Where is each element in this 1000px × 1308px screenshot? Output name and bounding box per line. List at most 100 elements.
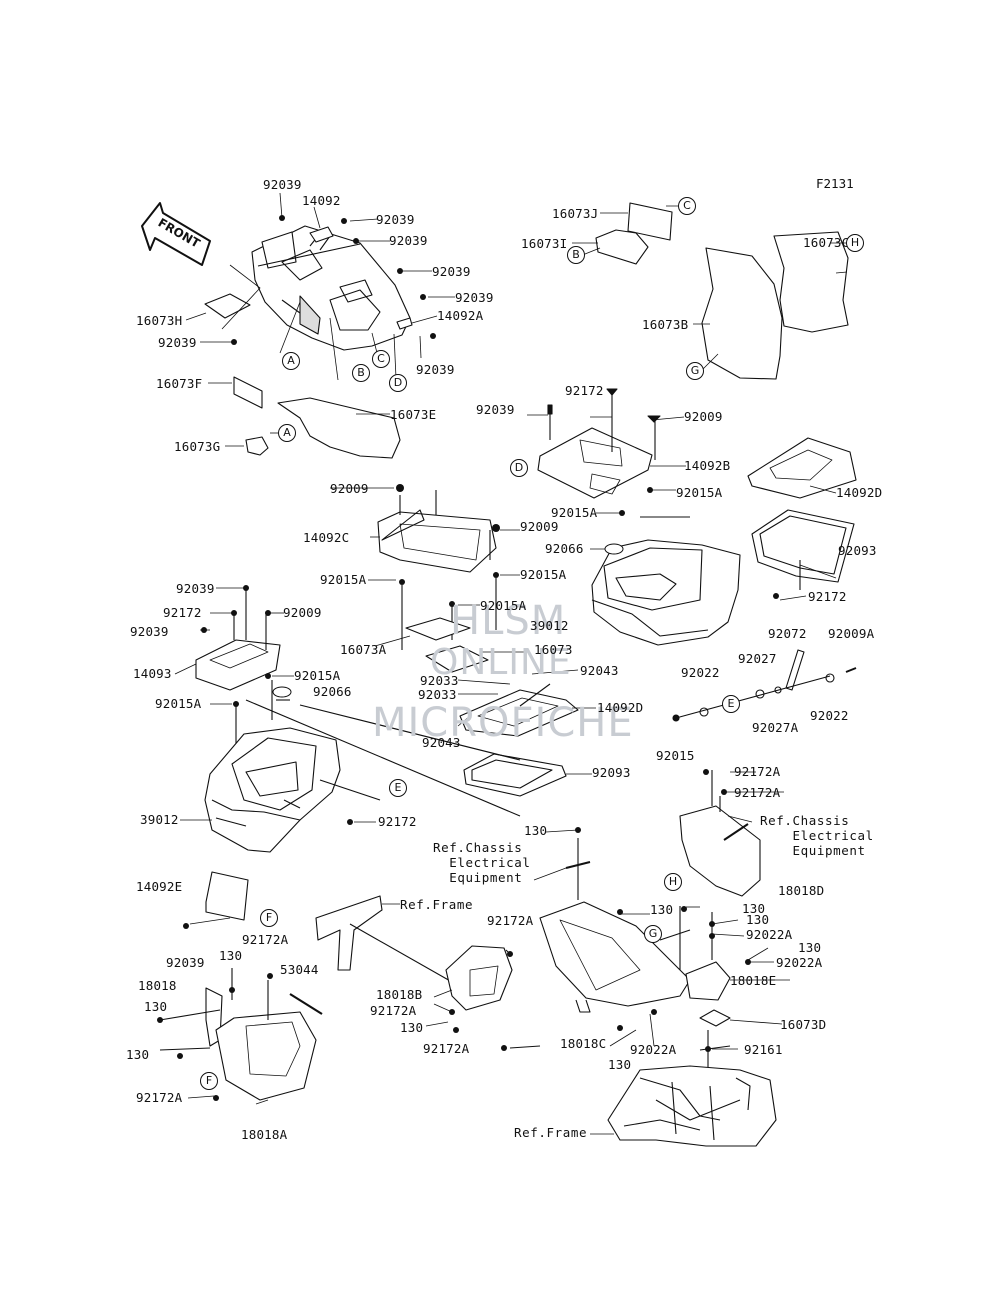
fastener-chain — [672, 649, 857, 722]
grommet-92066-icon — [604, 543, 624, 555]
part-label: 92015A — [320, 572, 367, 587]
part-label: 18018E — [730, 973, 777, 988]
part-label: 92172A — [370, 1003, 417, 1018]
part-label: 16073C — [803, 235, 850, 250]
part-label: 130 — [746, 912, 770, 927]
part-label: 92039 — [166, 955, 205, 970]
marker-circle: B — [567, 246, 585, 264]
marker-circle: B — [352, 364, 370, 382]
part-label: 92022 — [810, 708, 849, 723]
storage-box-upper — [591, 539, 741, 646]
tray-14092D — [459, 689, 579, 737]
storage-box-lower — [204, 727, 341, 853]
part-label: 92039 — [263, 177, 302, 192]
part-label: 92172A — [423, 1041, 470, 1056]
duct-18018B — [445, 945, 513, 1011]
part-label: 92043 — [580, 663, 619, 678]
part-label: 16073F — [156, 376, 203, 391]
part-label: 92172 — [378, 814, 417, 829]
part-label: 14092D — [836, 485, 883, 500]
part-14092A — [396, 317, 413, 330]
part-label: 92093 — [592, 765, 631, 780]
part-label: 92022A — [746, 927, 793, 942]
part-label: 130 — [144, 999, 168, 1014]
reference-chassis-electrical-right: Ref.Chassis Electrical Equipment — [760, 813, 874, 858]
part-label: 92072 — [768, 626, 807, 641]
marker-circle: E — [389, 779, 407, 797]
part-label: 92039 — [176, 581, 215, 596]
marker-circle: H — [846, 234, 864, 252]
front-cover-14092 — [251, 225, 411, 351]
part-label: 92022 — [681, 665, 720, 680]
part-label: 92027A — [752, 720, 799, 735]
part-label: 92093 — [838, 543, 877, 558]
grommet-92066-lower-icon — [272, 686, 292, 698]
reference-chassis-electrical-left: Ref.Chassis Electrical Equipment — [433, 840, 531, 885]
gasket-92093 — [751, 509, 855, 583]
part-label: 92039 — [455, 290, 494, 305]
marker-circle: C — [372, 350, 390, 368]
frame-structure — [607, 1065, 777, 1147]
part-label: 16073G — [174, 439, 221, 454]
part-label: 92172A — [242, 932, 289, 947]
reference-frame-upper: Ref.Frame — [400, 897, 474, 912]
part-label: 92022A — [630, 1042, 677, 1057]
part-label: 92027 — [738, 651, 777, 666]
marker-circle: F — [260, 909, 278, 927]
part-label: 130 — [400, 1020, 424, 1035]
panel-16073I — [595, 229, 649, 265]
part-label: 92039 — [416, 362, 455, 377]
part-label: 92043 — [422, 735, 461, 750]
part-label: 92009A — [828, 626, 875, 641]
part-label: 92015A — [155, 696, 202, 711]
part-label: 16073I — [521, 236, 568, 251]
part-label: 14092E — [136, 879, 183, 894]
part-label: 14092B — [684, 458, 731, 473]
panel-16073G — [245, 436, 269, 456]
part-label: 39012 — [140, 812, 179, 827]
part-label: 16073 — [534, 642, 573, 657]
part-label: 18018D — [778, 883, 825, 898]
marker-circle: G — [686, 362, 704, 380]
marker-circle: C — [678, 197, 696, 215]
part-label: 92015A — [520, 567, 567, 582]
part-label: 130 — [608, 1057, 632, 1072]
part-label: 39012 — [530, 618, 569, 633]
part-label: 92066 — [545, 541, 584, 556]
bracket-frame-left — [315, 895, 383, 971]
panel-16073B — [701, 247, 783, 380]
panel-16073A — [405, 617, 471, 641]
marker-circle: D — [510, 459, 528, 477]
part-label: 16073H — [136, 313, 183, 328]
part-label: 92009 — [283, 605, 322, 620]
bolt-icon — [606, 388, 618, 396]
part-label: 92015 — [656, 748, 695, 763]
strip-53044 — [289, 993, 323, 1015]
plate-14092E — [205, 871, 249, 921]
duct-18018C — [539, 901, 691, 1007]
part-label: 92066 — [313, 684, 352, 699]
part-label: 130 — [126, 1047, 150, 1062]
part-label: 14092A — [437, 308, 484, 323]
watermark-line-2: ONLINE — [430, 642, 572, 683]
part-label: 130 — [219, 948, 243, 963]
part-label: 92172 — [808, 589, 847, 604]
pad-16073D — [699, 1009, 731, 1027]
part-label: 92033 — [420, 673, 459, 688]
part-label: 92009 — [684, 409, 723, 424]
part-label: 18018B — [376, 987, 423, 1002]
part-label: 92015A — [294, 668, 341, 683]
part-label: 92009 — [330, 481, 369, 496]
gasket-92093-lower — [463, 753, 567, 797]
part-label: 130 — [524, 823, 548, 838]
part-label: 92015A — [551, 505, 598, 520]
part-label: 130 — [798, 940, 822, 955]
part-label: 92015A — [480, 598, 527, 613]
panel-16073F — [233, 376, 263, 409]
part-label: 16073B — [642, 317, 689, 332]
marker-circle: E — [722, 695, 740, 713]
part-label: 16073D — [780, 1017, 827, 1032]
part-label: 92039 — [432, 264, 471, 279]
part-label: 92039 — [389, 233, 428, 248]
